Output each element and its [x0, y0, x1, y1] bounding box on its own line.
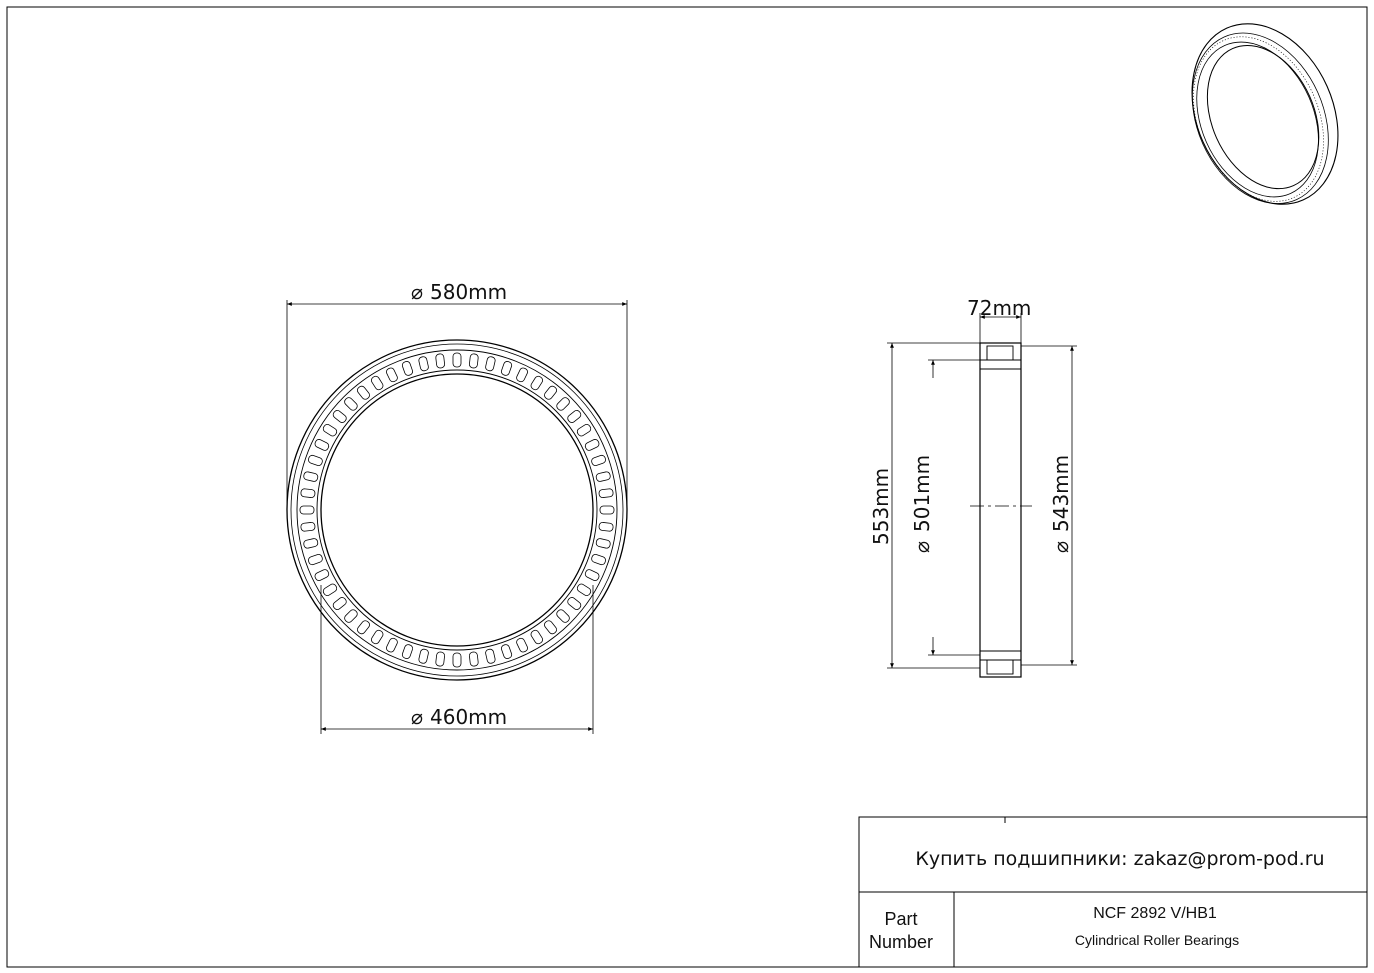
roller: [584, 569, 600, 581]
roller: [595, 471, 611, 482]
outer-ring-raceway: [296, 349, 618, 671]
roller: [300, 522, 316, 532]
roller: [598, 488, 614, 498]
diameter-symbol: ⌀: [411, 280, 423, 304]
roller: [418, 648, 429, 664]
dimension-72-label: 72mm: [967, 296, 1031, 320]
roller: [300, 488, 316, 498]
roller: [530, 375, 543, 391]
part-type: Cylindrical Roller Bearings: [1075, 932, 1239, 948]
roller: [401, 361, 413, 376]
roller: [516, 367, 528, 383]
roller: [452, 352, 462, 368]
roller: [599, 505, 615, 515]
roller: [314, 439, 330, 451]
roller: [556, 397, 570, 411]
roller: [308, 554, 323, 566]
roller: [576, 583, 592, 596]
roller: [469, 353, 479, 369]
dimension-460-label: 460mm: [430, 705, 507, 729]
dimension-501-label: 501mm: [910, 455, 934, 532]
roller: [598, 522, 614, 532]
roller: [332, 597, 347, 610]
roller: [516, 637, 528, 653]
outer-ring-chamfer: [290, 343, 624, 677]
dimension-580-label: 580mm: [430, 280, 507, 304]
roller: [332, 410, 347, 423]
front-dimensions: ⌀ 580mm ⌀ 460mm: [286, 280, 628, 734]
diameter-symbol: ⌀: [1049, 541, 1073, 553]
roller: [469, 651, 479, 667]
roller: [308, 454, 323, 466]
roller: [357, 620, 370, 635]
roller: [591, 454, 606, 466]
purchase-contact-text: Купить подшипники: zakaz@prom-pod.ru: [915, 848, 1324, 870]
roller: [501, 644, 513, 659]
roller-section-top: [986, 345, 1014, 361]
iso-outer-edge: [1191, 23, 1339, 205]
roller: [567, 410, 582, 423]
roller: [556, 609, 570, 623]
roller-section-bottom: [986, 659, 1014, 675]
roller: [299, 505, 315, 515]
roller: [452, 652, 462, 668]
roller: [435, 353, 445, 369]
isometric-view: [1191, 23, 1339, 205]
roller: [401, 644, 413, 659]
side-view: [970, 342, 1032, 678]
roller: [371, 629, 384, 645]
sheet-border: [6, 6, 1368, 968]
bore-edge: [320, 373, 594, 647]
title-block: Купить подшипники: zakaz@prom-pod.ru Par…: [858, 816, 1368, 968]
roller: [485, 356, 496, 372]
inner-ring-raceway: [316, 369, 598, 651]
roller: [303, 538, 319, 549]
roller-set: [299, 352, 615, 668]
roller: [322, 424, 338, 437]
roller: [386, 367, 398, 383]
roller: [435, 651, 445, 667]
roller: [357, 385, 370, 400]
roller: [344, 397, 358, 411]
roller: [584, 439, 600, 451]
section-outline: [979, 342, 1022, 678]
roller: [567, 597, 582, 610]
roller: [418, 356, 429, 372]
roller: [485, 648, 496, 664]
side-dimensions: 72mm 553mm ⌀ 501mm ⌀ 543mm: [869, 296, 1077, 669]
roller: [344, 609, 358, 623]
roller: [595, 538, 611, 549]
roller: [501, 361, 513, 376]
iso-outer-face: [1191, 32, 1329, 204]
roller: [322, 583, 338, 596]
outer-ring-outer-edge: [286, 339, 628, 681]
roller: [386, 637, 398, 653]
roller: [576, 424, 592, 437]
roller: [303, 471, 319, 482]
front-view: [286, 339, 628, 681]
roller: [314, 569, 330, 581]
dimension-543-label: 543mm: [1049, 455, 1073, 532]
part-number: NCF 2892 V/HB1: [1093, 905, 1217, 922]
roller: [530, 629, 543, 645]
roller: [544, 385, 557, 400]
part-label-line1: Part: [884, 909, 917, 929]
roller: [591, 554, 606, 566]
roller: [371, 375, 384, 391]
diameter-symbol: ⌀: [411, 705, 423, 729]
roller: [544, 620, 557, 635]
diameter-symbol: ⌀: [910, 541, 934, 553]
iso-bore: [1206, 44, 1320, 190]
iso-inner-ring: [1196, 41, 1319, 198]
part-label-line2: Number: [869, 932, 933, 952]
iso-rollers: [1193, 36, 1324, 202]
dimension-553-label: 553mm: [869, 468, 893, 545]
